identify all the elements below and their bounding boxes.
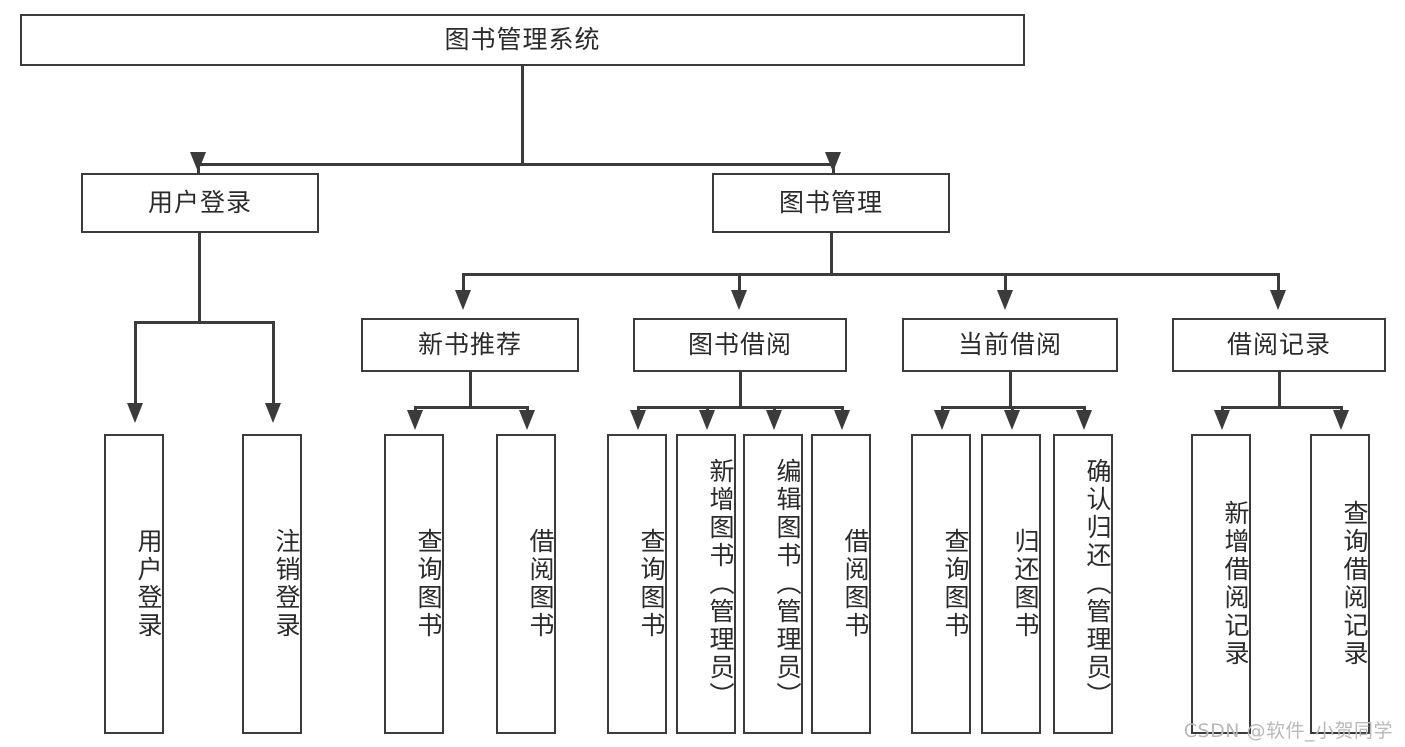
node-leaf-query-book-1[interactable]: 查询图书	[384, 434, 444, 734]
connector-user-login-leaf1	[134, 321, 137, 411]
node-label: 借阅记录	[1226, 330, 1331, 359]
arrow-to-borrow-record	[1270, 290, 1286, 310]
connector-user-login-leaf2	[272, 321, 275, 411]
node-label: 确认归还（管理员）	[1083, 458, 1112, 710]
node-leaf-borrow-book-1[interactable]: 借阅图书	[496, 434, 556, 734]
arrow-bb-leaf3	[766, 410, 782, 430]
node-label: 借阅图书	[841, 528, 870, 640]
connector-root-stem	[521, 66, 524, 164]
arrow-to-book-management	[825, 152, 841, 172]
connector-to-borrow-record	[1277, 273, 1280, 297]
node-current-borrow[interactable]: 当前借阅	[902, 318, 1118, 372]
connector-br-bus	[1221, 406, 1342, 409]
node-book-borrow[interactable]: 图书借阅	[633, 318, 847, 372]
node-leaf-query-record[interactable]: 查询借阅记录	[1310, 434, 1370, 734]
node-label: 借阅图书	[526, 528, 555, 640]
connector-book-management-stem	[830, 233, 833, 275]
node-label: 新增借阅记录	[1221, 500, 1250, 668]
connector-nbr-stem	[469, 372, 472, 408]
node-label: 图书管理	[778, 188, 883, 217]
connector-br-stem	[1278, 372, 1281, 408]
node-leaf-add-record[interactable]: 新增借阅记录	[1191, 434, 1251, 734]
node-user-login[interactable]: 用户登录	[81, 173, 319, 233]
connector-bb-stem	[739, 372, 742, 408]
arrow-user-login-leaf1	[127, 403, 143, 423]
node-new-book-recommend[interactable]: 新书推荐	[361, 318, 579, 372]
arrow-cb-leaf3	[1076, 410, 1092, 430]
node-leaf-query-book-3[interactable]: 查询图书	[911, 434, 971, 734]
arrow-to-user-login	[190, 152, 206, 172]
arrow-br-leaf2	[1333, 410, 1349, 430]
node-label: 归还图书	[1011, 528, 1040, 640]
arrow-cb-leaf1	[934, 410, 950, 430]
node-label: 查询图书	[637, 528, 666, 640]
node-borrow-record[interactable]: 借阅记录	[1172, 318, 1386, 372]
arrow-bb-leaf4	[834, 410, 850, 430]
node-label: 图书管理系统	[444, 25, 601, 54]
node-label: 查询图书	[414, 528, 443, 640]
arrow-nbr-leaf2	[519, 410, 535, 430]
arrow-nbr-leaf1	[407, 410, 423, 430]
arrow-br-leaf1	[1214, 410, 1230, 430]
connector-nbr-bus	[414, 406, 528, 409]
arrow-to-new-book-recommend	[455, 290, 471, 310]
node-leaf-user-logout[interactable]: 注销登录	[242, 434, 302, 734]
node-label: 查询图书	[941, 528, 970, 640]
connector-user-login-stem	[198, 233, 201, 323]
node-book-management[interactable]: 图书管理	[712, 173, 950, 233]
node-leaf-confirm-return[interactable]: 确认归还（管理员）	[1053, 434, 1113, 734]
node-leaf-return-book[interactable]: 归还图书	[981, 434, 1041, 734]
arrow-to-book-borrow	[731, 290, 747, 310]
arrow-bb-leaf1	[630, 410, 646, 430]
csdn-watermark: CSDN @软件_小贺同学	[1183, 720, 1393, 742]
arrow-to-current-borrow	[997, 290, 1013, 310]
arrow-bb-leaf2	[699, 410, 715, 430]
node-label: 查询借阅记录	[1340, 500, 1369, 668]
connector-to-new-book-recommend	[462, 273, 465, 297]
node-label: 图书借阅	[687, 330, 792, 359]
connector-bb-bus	[637, 406, 843, 409]
node-leaf-add-book[interactable]: 新增图书（管理员）	[676, 434, 736, 734]
node-label: 注销登录	[272, 528, 301, 640]
node-label: 用户登录	[134, 528, 163, 640]
connector-user-login-bus	[134, 321, 274, 324]
connector-level3-bus	[462, 273, 1279, 276]
node-label: 新书推荐	[417, 330, 522, 359]
node-leaf-borrow-book-2[interactable]: 借阅图书	[811, 434, 871, 734]
node-leaf-user-login[interactable]: 用户登录	[104, 434, 164, 734]
connector-to-book-borrow	[738, 273, 741, 297]
arrow-cb-leaf2	[1004, 410, 1020, 430]
node-label: 当前借阅	[957, 330, 1062, 359]
node-label: 新增图书（管理员）	[706, 458, 735, 710]
node-root-book-management-system[interactable]: 图书管理系统	[20, 14, 1025, 66]
node-leaf-query-book-2[interactable]: 查询图书	[607, 434, 667, 734]
node-leaf-edit-book[interactable]: 编辑图书（管理员）	[743, 434, 803, 734]
connector-to-current-borrow	[1004, 273, 1007, 297]
arrow-user-login-leaf2	[265, 403, 281, 423]
connector-level2-bus	[197, 163, 834, 166]
node-label: 用户登录	[147, 188, 252, 217]
connector-cb-stem	[1009, 372, 1012, 408]
node-label: 编辑图书（管理员）	[773, 458, 802, 710]
